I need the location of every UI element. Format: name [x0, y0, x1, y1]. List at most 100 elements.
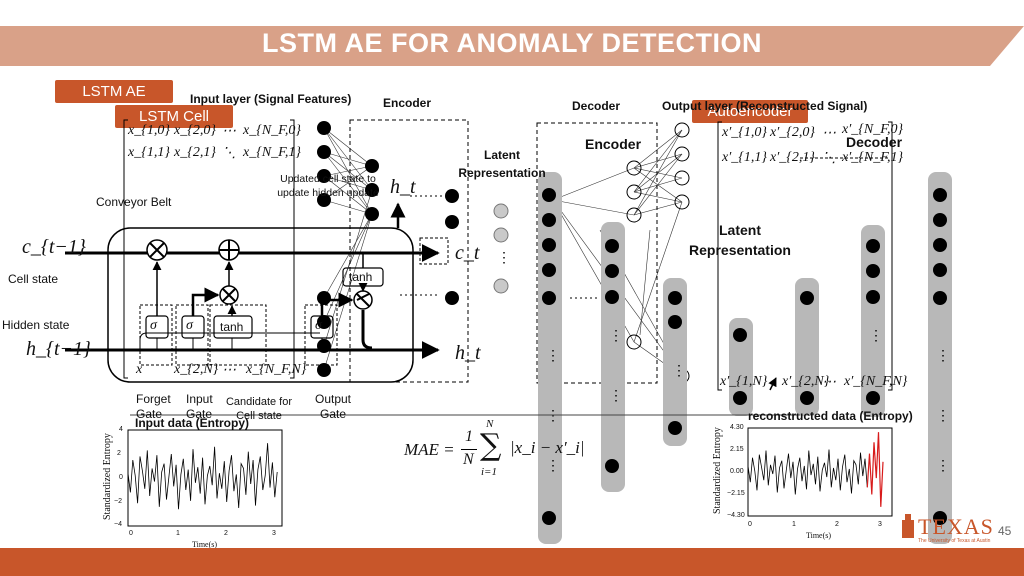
mae-sum-top: N — [486, 418, 494, 430]
mae-body: |x_i − x′_i| — [510, 438, 585, 457]
reconstructed-chart — [747, 427, 893, 517]
latent-left-label: Latent Representation — [458, 148, 546, 180]
output-matrix-row1-col3: x′_{N_F,1} — [842, 150, 904, 165]
candidate-box — [209, 304, 267, 366]
decoder-dashed-box — [536, 122, 658, 384]
title-banner — [0, 26, 1024, 66]
input-layer-label: Input layer (Signal Features) — [190, 92, 352, 106]
decoder-top-label: Decoder — [572, 99, 621, 113]
texas-logo: TEXAS — [918, 514, 994, 539]
h-t-label: h_t — [455, 342, 481, 364]
recon-xtick-2: 2 — [835, 521, 839, 528]
c-prev-label: c_{t−1} — [22, 236, 86, 258]
input-xtick-1: 1 — [176, 530, 180, 537]
encoder-label: Encoder — [383, 96, 432, 110]
svg-text:⋮: ⋮ — [936, 347, 950, 363]
input-sigma-label: σ — [186, 318, 193, 333]
svg-text:⋮: ⋮ — [546, 347, 560, 363]
output-matrix-rowN-col2: ⋯ — [822, 375, 836, 390]
latent-right-label: Latent Representation — [689, 222, 791, 258]
input-matrix-rowN-col3: x_{N_F,N} — [246, 362, 307, 377]
candidate-tanh-label: tanh — [220, 320, 244, 334]
gray-bar-7 — [928, 172, 952, 544]
input-xtick-3: 3 — [272, 530, 276, 537]
output-matrix-row0-col3: x′_{N_F,0} — [842, 122, 904, 137]
output-matrix-row1-col0: x′_{1,1} — [722, 150, 767, 165]
input-matrix-row1-col1: x_{2,1} — [174, 145, 216, 160]
input-gate-label: Input Gate — [186, 392, 213, 421]
input-matrix-bracket-left — [123, 119, 128, 379]
input-matrix-row0-col1: x_{2,0} — [174, 123, 216, 138]
input-encoder-links — [323, 127, 373, 371]
recon-xtick-1: 1 — [792, 521, 796, 528]
input-chart — [127, 429, 283, 527]
output-sigma-label: σ — [315, 318, 322, 333]
input-matrix-rowN-col0: x — [136, 362, 143, 377]
cell-tanh-label: tanh — [349, 270, 373, 284]
input-matrix-row1-col0: x_{1,1} — [128, 145, 170, 160]
svg-text:⋮: ⋮ — [936, 457, 950, 473]
decoder-right-label: Decoder — [846, 134, 903, 150]
forget-gate-box — [139, 304, 173, 366]
output-matrix-rowN-col3: x′_{N_F,N} — [844, 374, 908, 389]
input-ytick-4: −4 — [114, 521, 122, 528]
input-matrix-row0-col0: x_{1,0} — [128, 123, 170, 138]
input-matrix-row1-col3: x_{N_F,1} — [243, 145, 301, 160]
texas-logo-sub: The University of Texas at Austin — [918, 538, 991, 544]
output-matrix-rowN-col0: x′_{1,N} — [720, 374, 768, 389]
page-number: 45 — [998, 524, 1012, 538]
hidden-state-label: Hidden state — [2, 318, 70, 332]
output-layer-label: Output layer (Reconstructed Signal) — [662, 99, 868, 113]
recon-ytick-2: 0.00 — [730, 468, 744, 475]
svg-text:⋮: ⋮ — [869, 327, 883, 343]
h-t-top-label: h_t — [390, 176, 416, 198]
latent-gray-nodes — [493, 203, 509, 294]
input-ytick-2: 0 — [119, 474, 123, 481]
gray-bar-5 — [795, 278, 819, 416]
forget-gate-label: Forget Gate — [136, 392, 171, 421]
recon-xtick-0: 0 — [748, 521, 752, 528]
svg-text:⋮: ⋮ — [672, 362, 686, 378]
input-chart-xlabel: Time(s) — [192, 540, 218, 549]
encoder-nodes — [365, 159, 459, 305]
encoder-box-label: Encoder — [585, 136, 642, 152]
h-prev-label: h_{t−1} — [26, 338, 92, 360]
output-matrix-row1-col1: x′_{2,1} — [770, 150, 815, 165]
input-matrix-row0-col2: ⋯ — [222, 124, 236, 139]
sigma-sum-icon: ∑ — [480, 428, 502, 463]
lstm-ae-tag: LSTM AE — [55, 80, 173, 103]
cell-state-label: Cell state — [8, 272, 59, 286]
recon-ytick-4: −4.30 — [727, 512, 745, 519]
bar-dots — [542, 188, 947, 525]
input-xtick-0: 0 — [129, 530, 133, 537]
output-matrix-row0-col1: x′_{2,0} — [770, 125, 815, 140]
input-chart-title: Input data (Entropy) — [135, 416, 249, 430]
output-matrix-rowN-col1: x′_{2,N} — [782, 374, 830, 389]
output-gate-label: Output Gate — [314, 392, 352, 421]
input-chart-ylabel: Standardized Entropy — [102, 433, 113, 520]
slide-title: LSTM AE FOR ANOMALY DETECTION — [261, 28, 762, 58]
input-matrix-bracket-right — [290, 119, 295, 379]
mae-fraction-bar — [461, 449, 477, 450]
recon-ytick-0: 4.30 — [730, 424, 744, 431]
output-matrix-row1-col2: ⋱ — [822, 151, 836, 166]
input-series-line — [127, 443, 278, 510]
ut-tower-icon — [902, 514, 914, 538]
output-matrix-row0-col2: ⋯ — [822, 126, 836, 141]
footer-bar — [0, 548, 1024, 576]
recon-ytick-3: −2.15 — [727, 490, 745, 497]
input-matrix-row1-col2: ⋱ — [222, 146, 236, 161]
input-ytick-1: 2 — [117, 450, 121, 457]
encoder-dashed-box — [349, 119, 469, 383]
gray-bar-1 — [538, 172, 562, 544]
lstm-cell-tag: LSTM Cell — [115, 105, 233, 128]
recon-ytick-1: 2.15 — [730, 446, 744, 453]
reconstructed-chart-title: reconstructed data (Entropy) — [748, 409, 913, 423]
candidate-label: Candidate for Cell state — [225, 396, 293, 422]
output-matrix-row0-col0: x′_{1,0} — [722, 125, 767, 140]
reconstructed-series-line — [747, 449, 868, 495]
input-matrix-rowN-col1: x_{2,N} — [174, 362, 219, 377]
input-ytick-0: 4 — [119, 426, 123, 433]
reconstructed-chart-ylabel: Standardized Entropy — [712, 427, 723, 514]
